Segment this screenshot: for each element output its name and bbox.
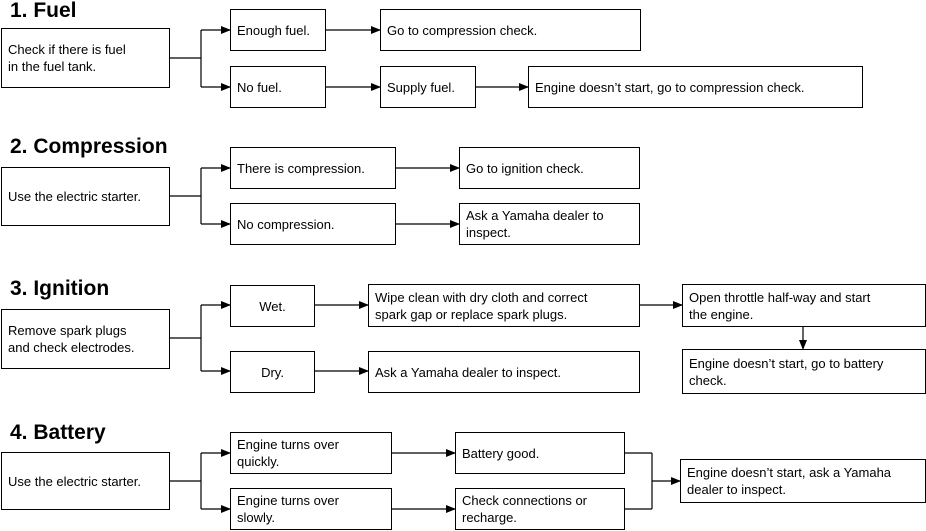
ignition-wet-box: Wet. xyxy=(230,285,315,327)
battery-good-text: Battery good. xyxy=(462,445,540,461)
battery-slow-box: Engine turns over slowly. xyxy=(230,488,392,530)
compression-go-ignition-text: Go to ignition check. xyxy=(466,160,584,176)
fuel-go-compression-text: Go to compression check. xyxy=(387,22,538,38)
compression-yes-box: There is compression. xyxy=(230,147,396,189)
ignition-start-text: Remove spark plugs and check electrodes. xyxy=(8,323,135,355)
fuel-supply-text: Supply fuel. xyxy=(387,79,455,95)
battery-recharge-box: Check connections or recharge. xyxy=(455,488,625,530)
section-title-ignition: 3. Ignition xyxy=(10,277,110,300)
ignition-throttle-box: Open throttle half-way and start the eng… xyxy=(682,284,926,327)
fuel-no-start-box: Engine doesn’t start, go to compression … xyxy=(528,66,863,108)
ignition-dealer-text: Ask a Yamaha dealer to inspect. xyxy=(375,364,561,380)
battery-good-box: Battery good. xyxy=(455,432,625,474)
fuel-supply-box: Supply fuel. xyxy=(380,66,476,108)
section-title-fuel: 1. Fuel xyxy=(10,0,77,22)
battery-dealer-text: Engine doesn’t start, ask a Yamaha deale… xyxy=(687,465,892,497)
fuel-start-text: Check if there is fuel in the fuel tank. xyxy=(8,42,126,74)
compression-no-box: No compression. xyxy=(230,203,396,245)
battery-quick-text: Engine turns over quickly. xyxy=(237,437,339,469)
ignition-no-start-box: Engine doesn’t start, go to battery chec… xyxy=(682,349,926,394)
ignition-start-box: Remove spark plugs and check electrodes. xyxy=(1,309,170,369)
section-title-battery: 4. Battery xyxy=(10,421,106,444)
compression-yes-text: There is compression. xyxy=(237,160,365,176)
ignition-dealer-box: Ask a Yamaha dealer to inspect. xyxy=(368,351,640,393)
compression-dealer-box: Ask a Yamaha dealer to inspect. xyxy=(459,203,640,245)
battery-slow-text: Engine turns over slowly. xyxy=(237,493,339,525)
section-title-compression: 2. Compression xyxy=(10,135,168,158)
fuel-go-compression-box: Go to compression check. xyxy=(380,9,641,51)
compression-start-box: Use the electric starter. xyxy=(1,167,170,226)
fuel-no-text: No fuel. xyxy=(237,79,282,95)
fuel-no-start-text: Engine doesn’t start, go to compression … xyxy=(535,79,805,95)
battery-start-box: Use the electric starter. xyxy=(1,452,170,510)
ignition-no-start-text: Engine doesn’t start, go to battery chec… xyxy=(689,355,884,388)
fuel-start-box: Check if there is fuel in the fuel tank. xyxy=(1,28,170,88)
fuel-enough-text: Enough fuel. xyxy=(237,22,311,38)
compression-start-text: Use the electric starter. xyxy=(8,189,141,204)
battery-quick-box: Engine turns over quickly. xyxy=(230,432,392,474)
compression-dealer-text: Ask a Yamaha dealer to inspect. xyxy=(466,208,604,240)
compression-no-text: No compression. xyxy=(237,216,335,232)
battery-recharge-text: Check connections or recharge. xyxy=(462,493,588,525)
ignition-wet-text: Wet. xyxy=(259,298,286,314)
ignition-wipe-text: Wipe clean with dry cloth and correct sp… xyxy=(375,289,588,322)
ignition-throttle-text: Open throttle half-way and start the eng… xyxy=(689,289,871,322)
ignition-wipe-box: Wipe clean with dry cloth and correct sp… xyxy=(368,284,640,327)
ignition-dry-box: Dry. xyxy=(230,351,315,393)
fuel-no-box: No fuel. xyxy=(230,66,326,108)
compression-go-ignition-box: Go to ignition check. xyxy=(459,147,640,189)
ignition-dry-text: Dry. xyxy=(261,364,284,380)
battery-dealer-box: Engine doesn’t start, ask a Yamaha deale… xyxy=(680,459,926,503)
battery-start-text: Use the electric starter. xyxy=(8,473,141,489)
fuel-enough-box: Enough fuel. xyxy=(230,9,326,51)
